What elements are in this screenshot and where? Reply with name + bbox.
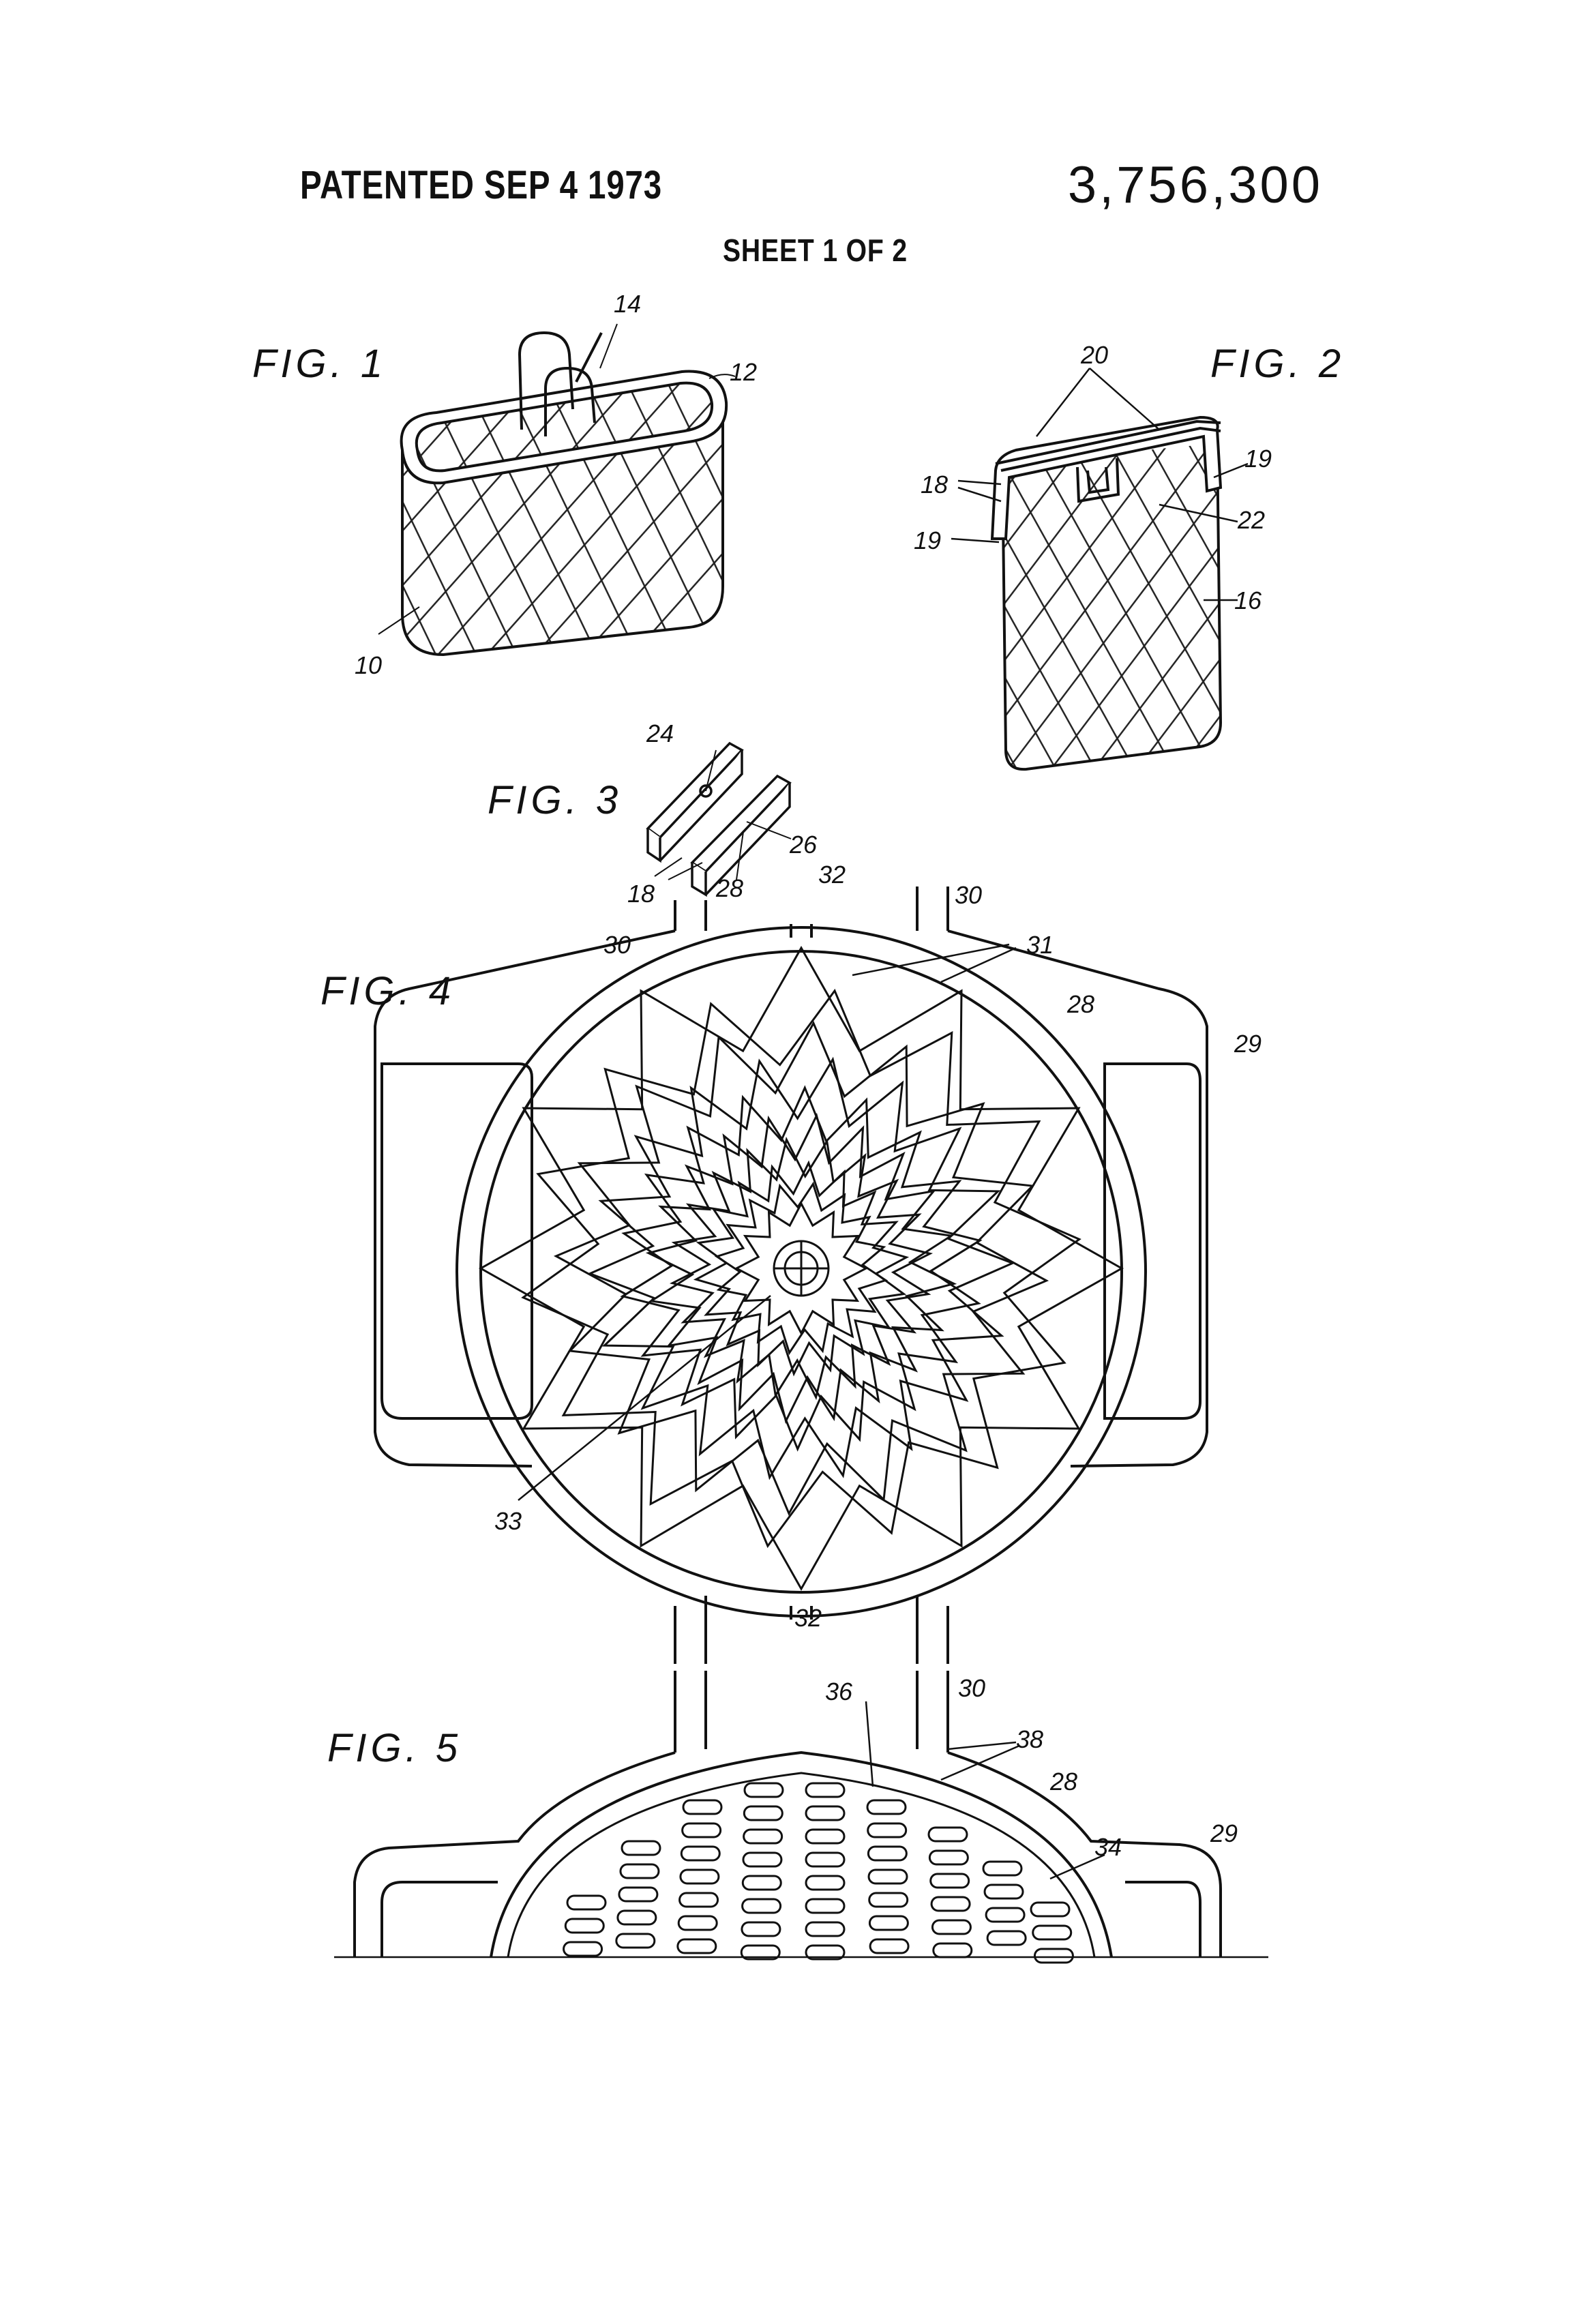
patented-date: PATENTED SEP 4 1973: [300, 163, 663, 207]
ref-14: 14: [614, 290, 642, 318]
slot: [929, 1873, 970, 1889]
slot: [866, 1799, 907, 1815]
ref-24: 24: [646, 719, 674, 747]
slot: [678, 1892, 719, 1908]
slot: [616, 1909, 657, 1926]
star-layer: [669, 1136, 934, 1401]
ref-10: 10: [355, 651, 383, 679]
slot: [1033, 1948, 1074, 1964]
slot: [677, 1915, 718, 1931]
slot: [931, 1919, 972, 1935]
ref-28-fig5: 28: [1050, 1768, 1078, 1796]
ref-26: 26: [790, 831, 818, 859]
fig-4-label: FIG. 4: [320, 969, 456, 1013]
slot: [805, 1782, 846, 1798]
slot: [741, 1875, 782, 1891]
fig-2-drawing: [951, 368, 1249, 771]
fig-5-label: FIG. 5: [327, 1726, 462, 1770]
fig-5-drawing: [334, 1671, 1268, 1964]
ref-16: 16: [1234, 586, 1262, 614]
ref-22: 22: [1238, 506, 1266, 534]
slot: [805, 1898, 846, 1914]
ref-32-top: 32: [818, 861, 846, 889]
ref-29-fig4: 29: [1234, 1030, 1262, 1058]
slot: [621, 1840, 661, 1856]
star-layer: [553, 1020, 1049, 1517]
slot: [805, 1851, 846, 1868]
ref-18-fig3: 18: [627, 880, 655, 908]
slot: [805, 1921, 846, 1937]
slot: [983, 1883, 1024, 1900]
star-layer: [714, 1181, 889, 1356]
slot: [867, 1845, 908, 1862]
slot: [566, 1894, 607, 1911]
ref-12: 12: [730, 358, 758, 386]
star-layer: [734, 1201, 869, 1336]
slot: [743, 1782, 784, 1798]
slot: [805, 1875, 846, 1891]
slot: [867, 1868, 908, 1885]
ref-29-fig5: 29: [1210, 1819, 1238, 1847]
slot: [805, 1805, 846, 1821]
ref-32-bottom: 32: [794, 1604, 822, 1632]
ref-36: 36: [825, 1678, 853, 1705]
fig-2-label: FIG. 2: [1210, 342, 1345, 386]
slot: [985, 1907, 1026, 1923]
fig-1-drawing: [378, 323, 736, 657]
slot: [740, 1944, 781, 1961]
slot: [618, 1886, 659, 1903]
star-layer: [620, 1085, 983, 1452]
ref-30-fig5: 30: [958, 1674, 986, 1702]
slot: [676, 1938, 717, 1954]
slot: [868, 1915, 909, 1931]
slot: [615, 1933, 656, 1949]
ref-34: 34: [1094, 1833, 1122, 1861]
slot: [928, 1849, 969, 1866]
slot: [680, 1845, 721, 1862]
slot: [1030, 1901, 1071, 1918]
slot: [868, 1892, 909, 1908]
slot: [805, 1828, 846, 1845]
slot: [742, 1851, 783, 1868]
slot: [982, 1860, 1023, 1877]
slot: [869, 1938, 910, 1954]
ref-19-left: 19: [914, 526, 942, 554]
fig-3-label: FIG. 3: [488, 778, 623, 822]
patent-number: 3,756,300: [1067, 156, 1323, 214]
slot: [564, 1918, 605, 1934]
slot: [741, 1921, 781, 1937]
slot: [927, 1826, 968, 1843]
sheet-number: SHEET 1 OF 2: [723, 233, 908, 268]
fig-1-label: FIG. 1: [252, 342, 387, 386]
star-layer: [521, 988, 1081, 1549]
slot: [619, 1863, 660, 1879]
ref-30-right: 30: [955, 881, 983, 909]
fig-4-drawing: [374, 887, 1208, 1664]
slot: [867, 1822, 908, 1838]
slot: [930, 1896, 971, 1912]
slot: [1032, 1924, 1073, 1941]
ref-19-right: 19: [1244, 445, 1272, 473]
slot: [741, 1898, 782, 1914]
slot: [743, 1828, 783, 1845]
ref-33: 33: [494, 1507, 522, 1535]
slot: [682, 1799, 723, 1815]
slot: [986, 1930, 1027, 1946]
ref-18: 18: [921, 471, 949, 498]
ref-28-fig4: 28: [1067, 990, 1095, 1018]
slot: [805, 1944, 846, 1961]
slot: [932, 1942, 973, 1958]
slot: [681, 1822, 722, 1838]
star-layer: [645, 1112, 957, 1425]
fig-3-drawing: [646, 741, 792, 897]
ref-20: 20: [1081, 341, 1109, 369]
slot: [563, 1941, 603, 1957]
star-layer: [587, 1056, 1015, 1480]
slot: [743, 1805, 783, 1821]
star-layer: [693, 1160, 910, 1377]
star-layer: [478, 945, 1124, 1592]
ref-38: 38: [1016, 1725, 1044, 1753]
slot: [679, 1868, 720, 1885]
